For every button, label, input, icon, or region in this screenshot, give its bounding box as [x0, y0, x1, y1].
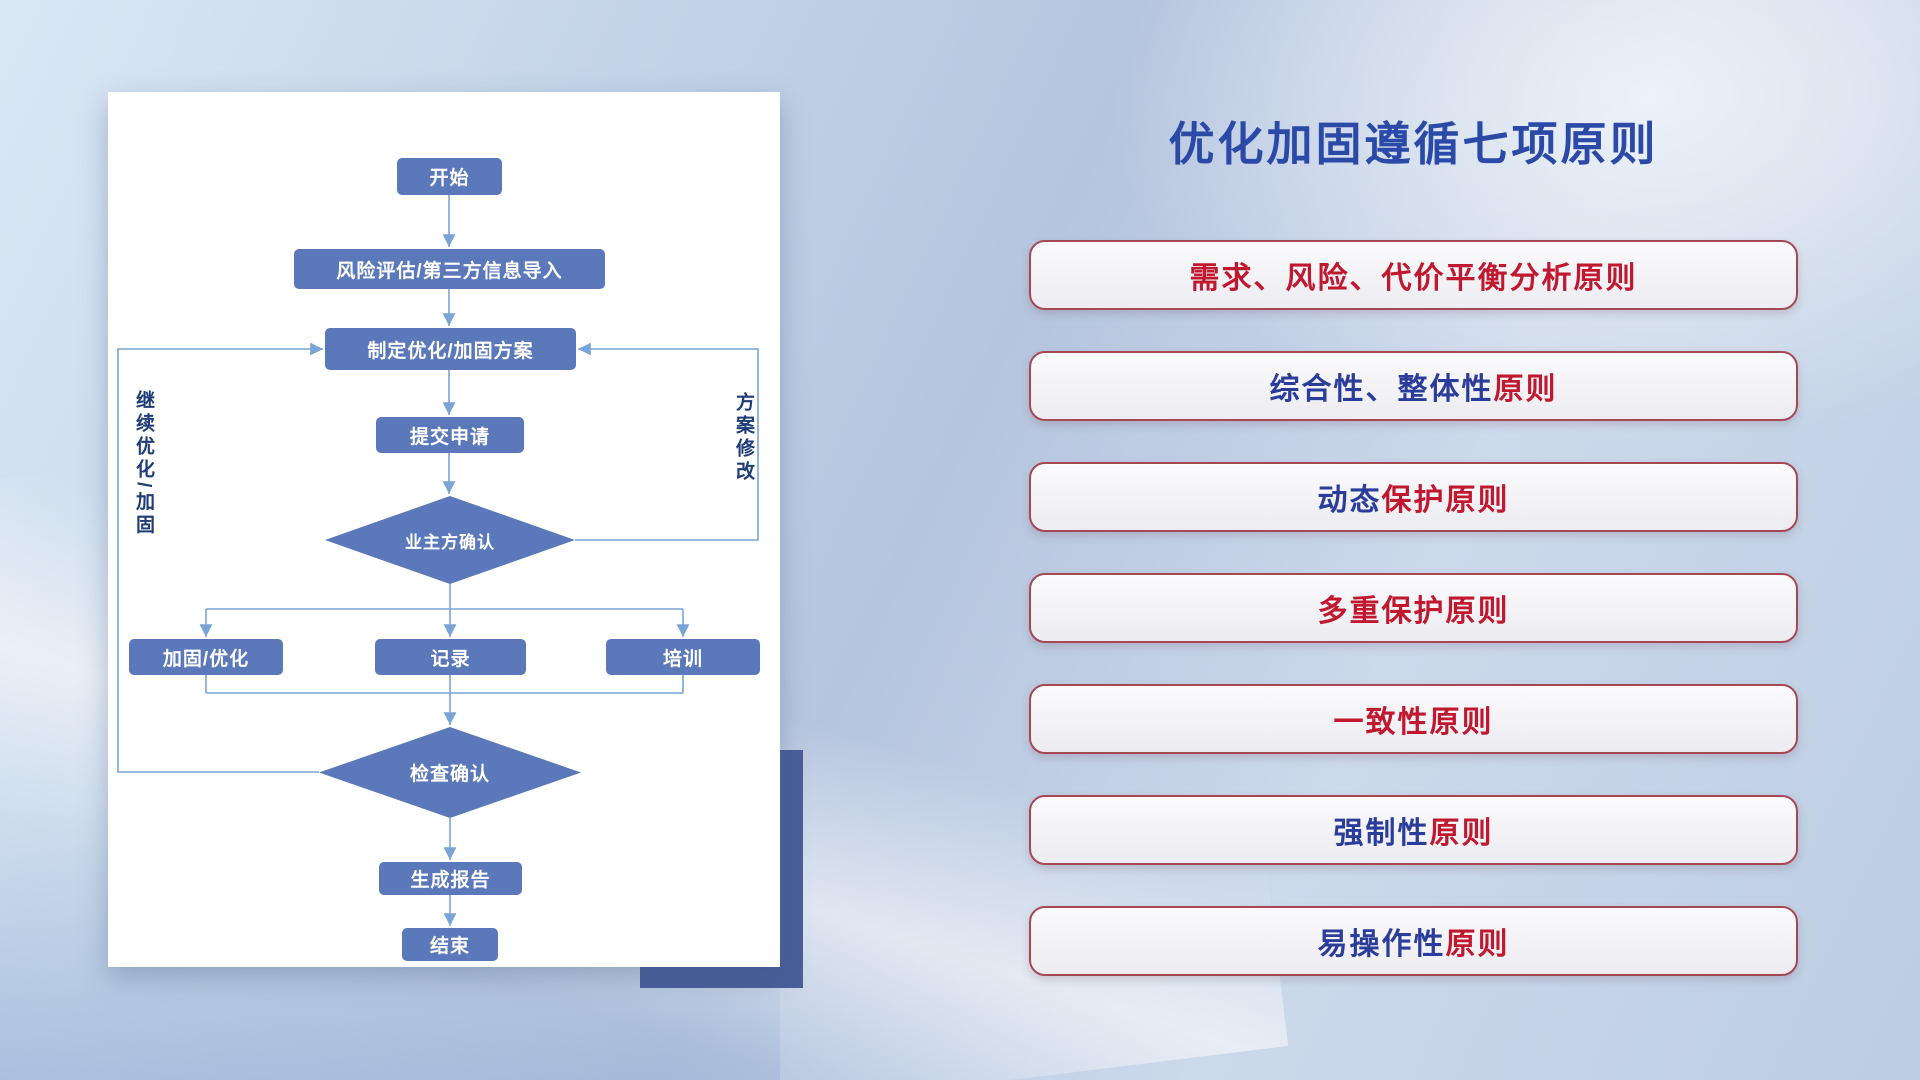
flowchart-node-submit-application: 提交申请	[376, 417, 524, 453]
flowchart-node-harden-optimize: 加固/优化	[129, 639, 283, 675]
principle-button: 需求、风险、代价平衡分析原则	[1029, 240, 1798, 310]
principle-text-segment: 一致性原则	[1333, 706, 1494, 739]
flowchart-node-generate-report: 生成报告	[379, 862, 522, 895]
flowchart-decision-label: 业主方确认	[405, 532, 495, 552]
principles-list: 需求、风险、代价平衡分析原则综合性、整体性原则动态保护原则多重保护原则一致性原则…	[1029, 240, 1798, 976]
principle-text-segment: 原则	[1445, 928, 1510, 961]
principle-button: 动态保护原则	[1029, 462, 1798, 532]
flowchart-label-plan-revision: 方案修改	[733, 392, 754, 484]
principle-text-segment: 原则	[1429, 817, 1494, 850]
flowchart-card: 开始 风险评估/第三方信息导入 制定优化/加固方案 提交申请 业主方确认 加固/…	[108, 92, 780, 967]
principle-text-segment: 需求、风险、代价平衡分析原则	[1189, 262, 1638, 295]
connector-loop-plan-revision	[575, 342, 759, 541]
page-title: 优化加固遵循七项原则	[1168, 118, 1659, 170]
principle-button: 一致性原则	[1029, 684, 1798, 754]
principle-button: 易操作性原则	[1029, 906, 1798, 976]
principle-button: 强制性原则	[1029, 795, 1798, 865]
flowchart-node-make-plan: 制定优化/加固方案	[325, 328, 576, 370]
principle-button: 综合性、整体性原则	[1029, 351, 1798, 421]
principle-text-segment: 综合性、整体性	[1269, 373, 1494, 406]
principle-text-segment: 原则	[1493, 373, 1558, 406]
principle-text-segment: 多重保护原则	[1317, 595, 1510, 628]
flowchart-node-end: 结束	[402, 928, 498, 961]
flowchart-connectors	[117, 195, 759, 926]
principle-text-segment: 强制性	[1333, 817, 1430, 850]
flowchart-decision-label: 检查确认	[409, 764, 490, 785]
principle-text-segment: 保护原则	[1381, 484, 1510, 517]
flowchart-node-training: 培训	[606, 639, 760, 675]
connector-loop-continue-hardening	[117, 342, 323, 773]
flowchart-node-risk-assessment: 风险评估/第三方信息导入	[294, 249, 605, 289]
principle-button: 多重保护原则	[1029, 573, 1798, 643]
principle-text-segment: 易操作性	[1317, 928, 1446, 961]
principle-text-segment: 动态	[1317, 484, 1382, 517]
flowchart-node-record: 记录	[375, 639, 526, 675]
flowchart-node-start: 开始	[397, 158, 502, 195]
flowchart-label-continue-hardening: 继续优化/加固	[133, 390, 154, 538]
